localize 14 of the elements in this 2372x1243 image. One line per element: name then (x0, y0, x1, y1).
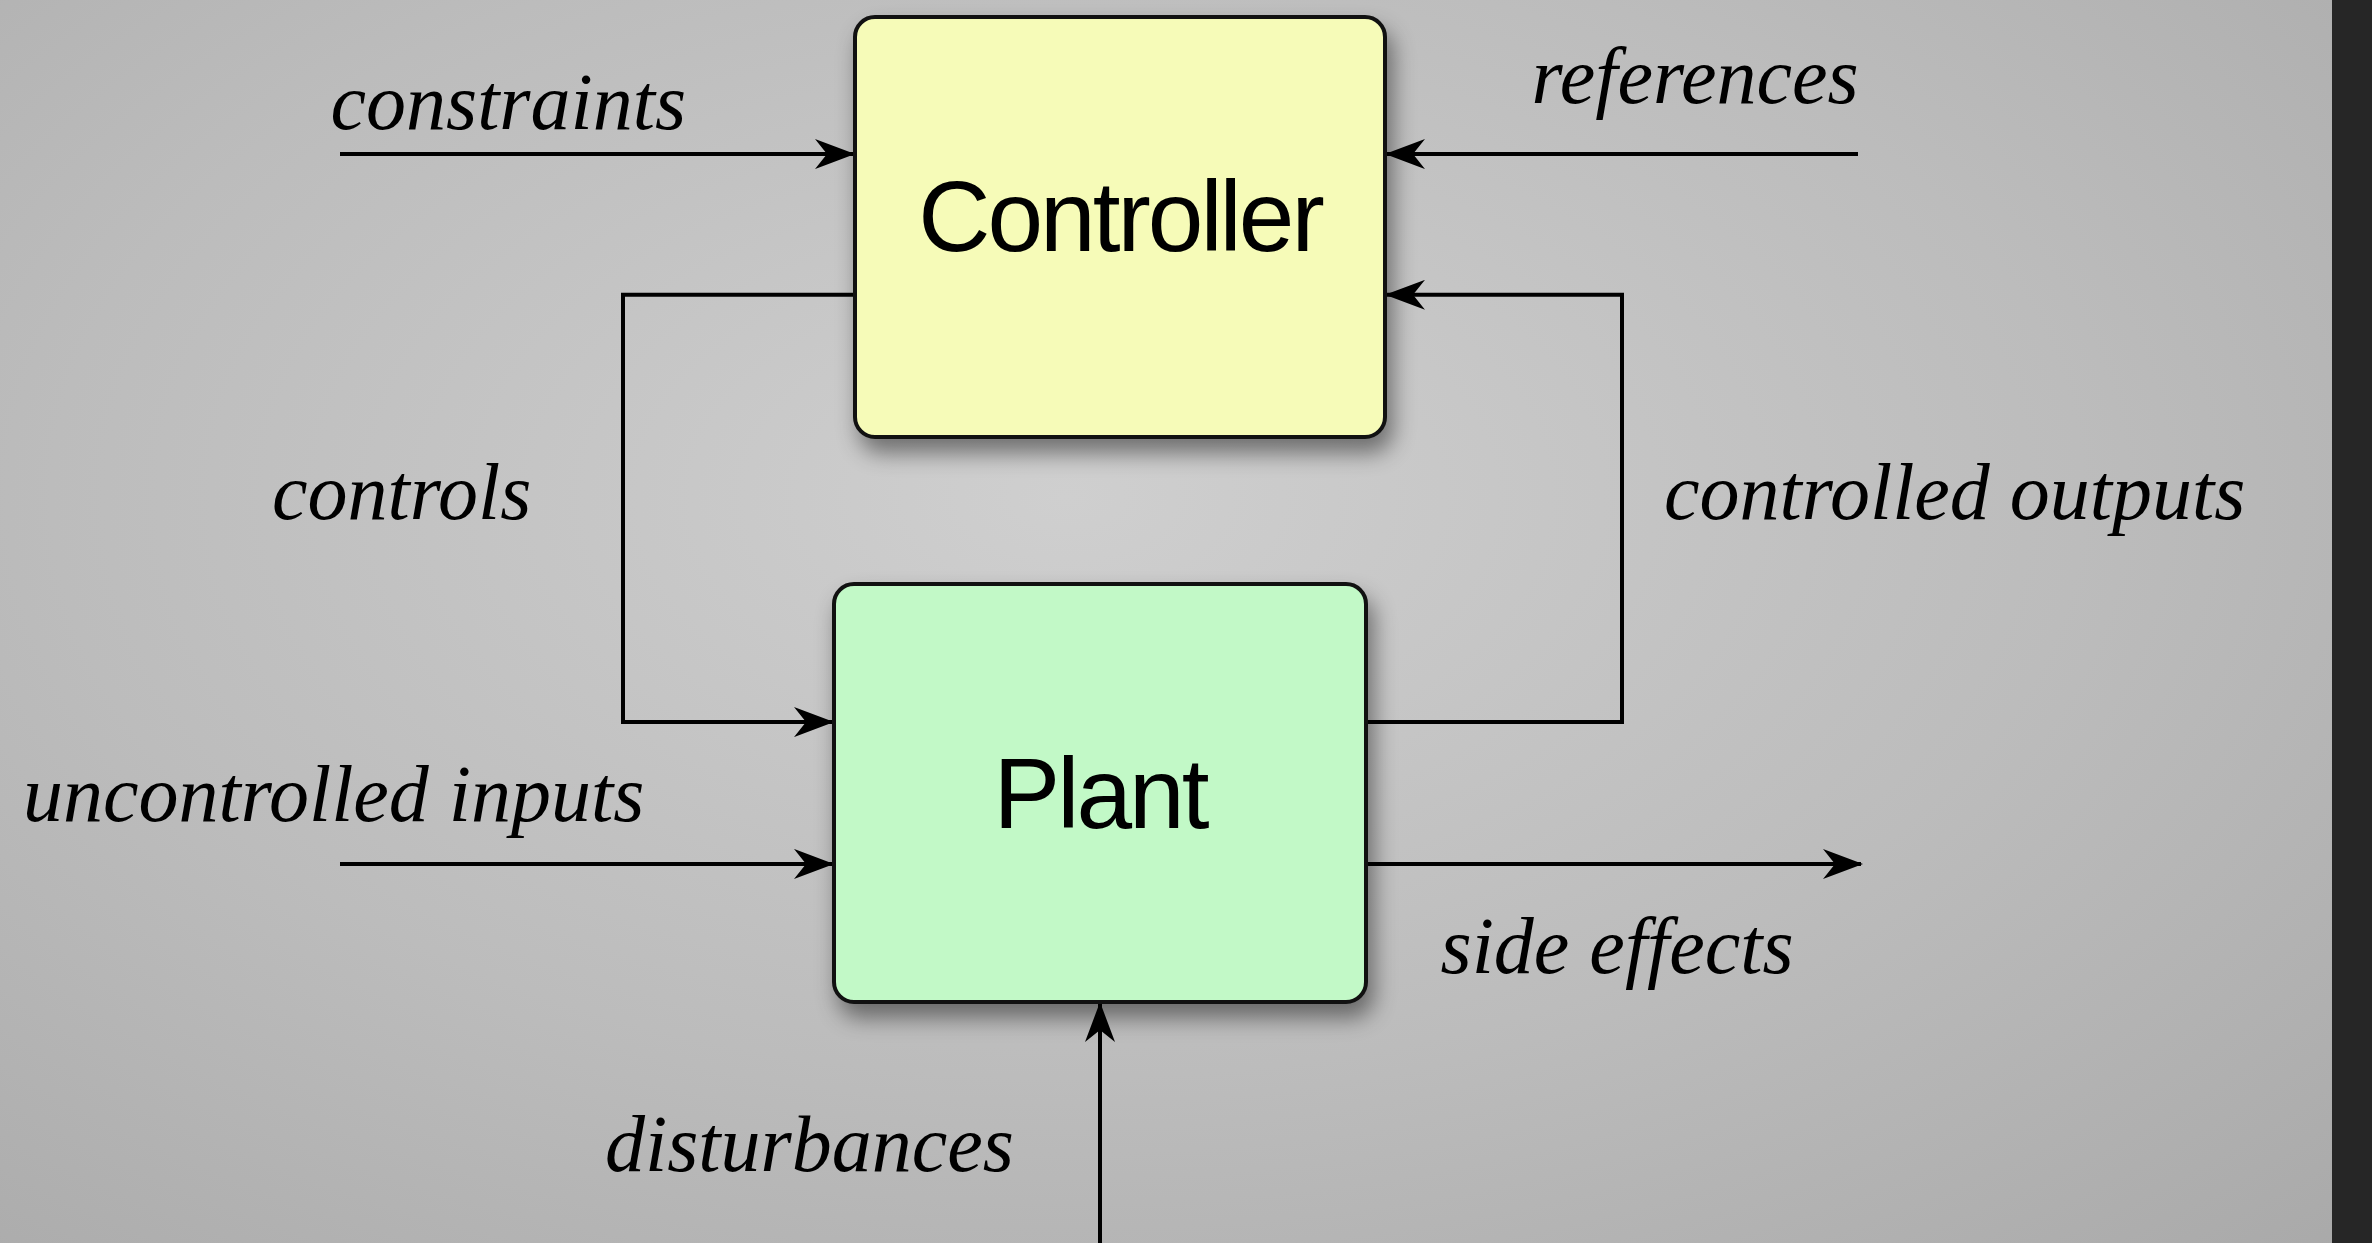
box-label: Plant (993, 736, 1207, 851)
process-box (853, 15, 1387, 439)
arrow (340, 139, 855, 170)
edge-label: disturbances (605, 1103, 1014, 1184)
edge-label: constraints (330, 62, 687, 143)
arrow (1085, 1002, 1115, 1243)
edge-label: controls (272, 452, 532, 533)
arrow (621, 292, 853, 738)
box-label: Controller (918, 159, 1322, 274)
process-box (832, 582, 1368, 1004)
arrow (1385, 139, 1858, 170)
arrow (1368, 279, 1624, 725)
arrow (1368, 849, 1863, 879)
arrow (340, 848, 834, 879)
